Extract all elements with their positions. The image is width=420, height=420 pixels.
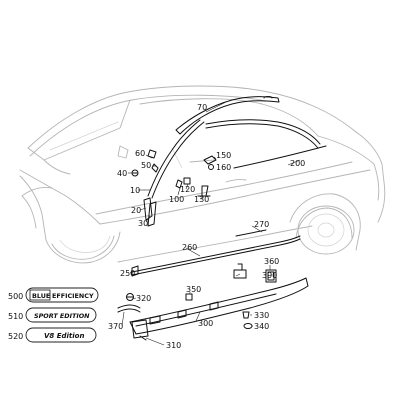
badge-500-text: EFFICIENCY	[52, 292, 94, 300]
callout-250: 250	[120, 269, 135, 278]
callout-70: 70	[197, 103, 207, 112]
fastener-350	[185, 293, 193, 301]
clip-320	[126, 293, 134, 301]
callout-10: 10	[130, 186, 140, 195]
callout-130: 130	[194, 195, 209, 204]
callout-350: 350	[186, 285, 201, 294]
clip-330	[242, 311, 250, 319]
callout-260: 260	[182, 243, 197, 252]
badge-510: 510 SPORT EDITION	[8, 307, 97, 323]
callout-150: 150	[216, 151, 231, 160]
roof-trim-strip-70	[175, 96, 280, 135]
badge-500-box	[29, 289, 51, 301]
fastener-50	[151, 163, 159, 173]
a-pillar-trim-10	[147, 119, 205, 199]
clip-60	[147, 149, 157, 159]
window-frame-trim-200	[205, 119, 327, 169]
clip-150	[203, 155, 217, 165]
leader-lines	[121, 101, 301, 346]
badge-520: 520 V8 Edition	[8, 327, 97, 343]
trim-end-250	[131, 265, 139, 277]
callout-100: 100	[169, 195, 184, 204]
badge-510-text: SPORT EDITION	[34, 312, 90, 320]
callout-320: 320	[136, 294, 151, 303]
callout-60: 60	[135, 149, 145, 158]
callout-310: 310	[166, 341, 181, 350]
trim-piece-30	[147, 201, 157, 227]
callout-370: 370	[108, 322, 123, 331]
badge-520-frame	[25, 327, 97, 343]
callout-20: 20	[131, 206, 141, 215]
rear-trim-strip-270	[235, 229, 267, 237]
car-body-outline	[19, 85, 386, 264]
badge-500: 500 BLUE EFFICIENCY	[8, 287, 99, 303]
badge-500-boxed-text: BLUE	[32, 292, 50, 300]
callout-50: 50	[141, 161, 151, 170]
clip-40	[131, 169, 139, 177]
door-trim-strip-260	[131, 235, 301, 276]
clip-370	[117, 304, 141, 313]
callout-200: 200	[290, 159, 305, 168]
callout-120: 120	[180, 185, 195, 194]
callout-30: 30	[138, 219, 148, 228]
badge-520-text: V8 Edition	[44, 332, 84, 340]
callout-360: 360	[264, 257, 279, 266]
clip-340	[243, 323, 253, 329]
sill-panel-300	[129, 277, 309, 335]
callout-330: 330	[254, 311, 269, 320]
clip-160	[208, 164, 214, 170]
callout-40: 40	[117, 169, 127, 178]
callout-labels: 70 60 50 40 10 20 30 100 120 130 150 160…	[108, 103, 305, 350]
a-pillar-lower-trim-20	[143, 197, 153, 221]
clip-120	[183, 177, 191, 185]
callout-160: 160	[216, 163, 231, 172]
badge-510-number: 510	[8, 312, 23, 321]
callout-390: 390	[262, 271, 277, 280]
bracket-360	[265, 269, 277, 283]
callout-340: 340	[254, 322, 269, 331]
sill-end-cap-310	[131, 319, 149, 341]
bracket-390	[233, 263, 247, 279]
badge-500-number: 500	[8, 292, 23, 301]
callout-270: 270	[254, 220, 269, 229]
callout-300: 300	[198, 319, 213, 328]
badge-510-frame	[25, 307, 97, 323]
badge-520-number: 520	[8, 332, 23, 341]
